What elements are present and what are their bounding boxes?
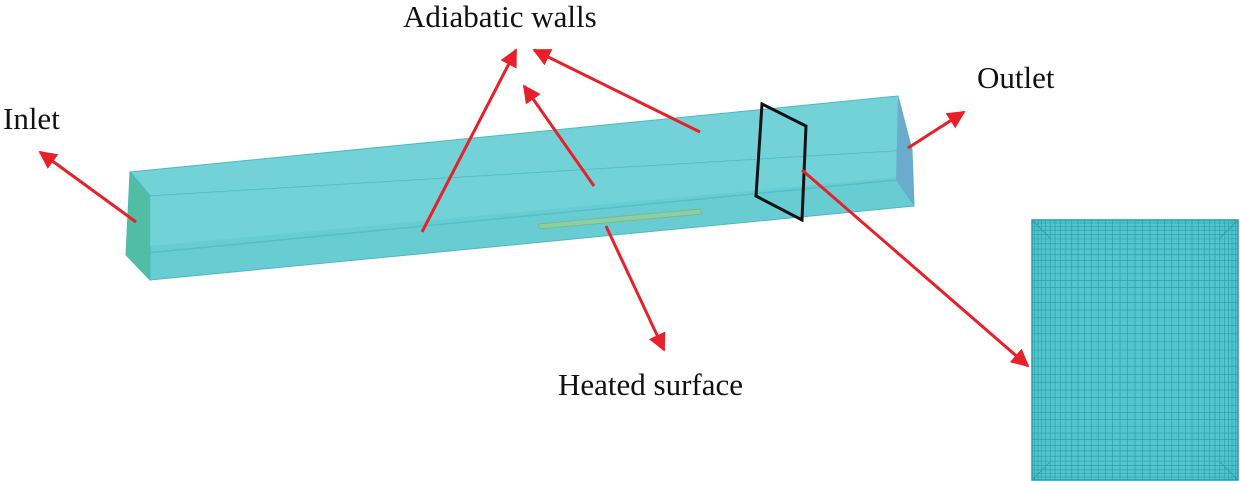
mesh-corner-diagonal [1031, 219, 1051, 239]
inlet-arrow [38, 150, 137, 224]
outlet-arrow [907, 110, 966, 150]
heated-surface-arrow [604, 225, 666, 352]
cross-section-outline [754, 101, 808, 223]
mesh-corner-diagonal [1031, 461, 1051, 481]
mesh-arrow [801, 168, 1030, 368]
adiabatic-arrow-2 [522, 84, 596, 187]
adiabatic-walls-label: Adiabatic walls [403, 0, 597, 34]
heated-surface-strip [537, 208, 703, 230]
channel-inner-edge [125, 179, 897, 256]
heated-surface-label: Heated surface [558, 367, 743, 402]
adiabatic-arrow-3 [532, 48, 701, 134]
mesh-corner-diagonal [1219, 219, 1239, 239]
arrows [38, 48, 1030, 368]
channel [125, 95, 915, 282]
outlet-face [896, 96, 914, 206]
mesh-panel [1031, 219, 1239, 481]
adiabatic-arrow-1 [420, 48, 518, 233]
inlet-face [126, 172, 150, 280]
outlet-label: Outlet [977, 60, 1055, 95]
inlet-label: Inlet [3, 101, 60, 136]
channel-inner-band [150, 150, 912, 246]
mesh-corner-diagonal [1219, 461, 1239, 481]
